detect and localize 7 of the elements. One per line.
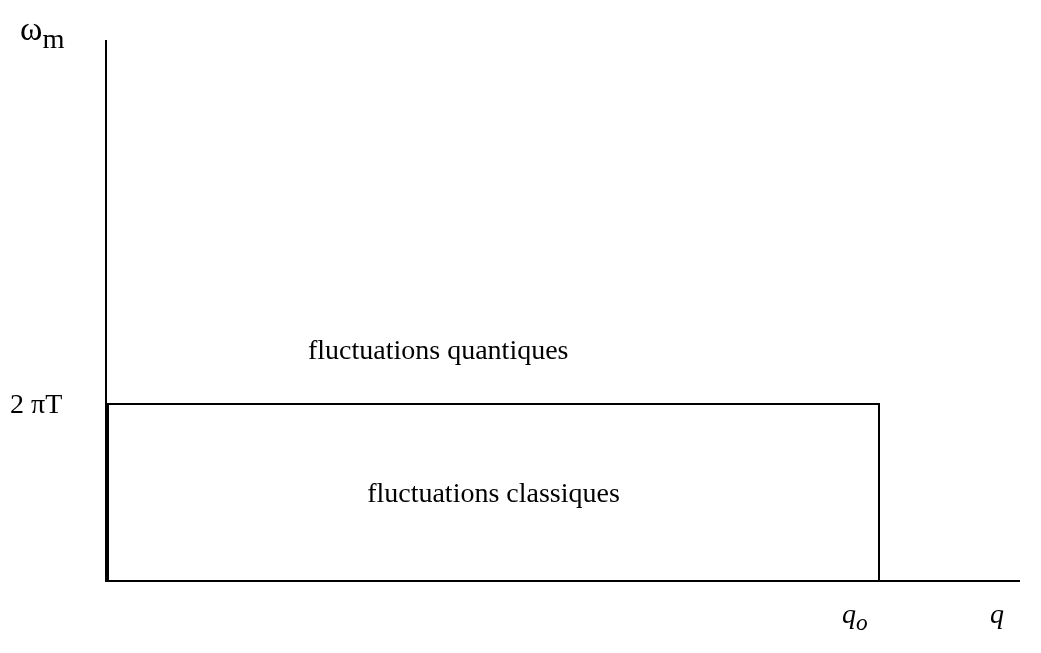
region-label: fluctuations quantiques <box>308 336 569 364</box>
tick-label: q$_{o}$ <box>842 600 868 634</box>
region-label: fluctuations classiques <box>367 476 620 509</box>
axis-label: ω$_{m}$ <box>20 12 65 54</box>
region-rectangle <box>107 403 880 582</box>
axis-label: q <box>990 600 1004 628</box>
tick-label: 2 πT <box>10 390 63 418</box>
